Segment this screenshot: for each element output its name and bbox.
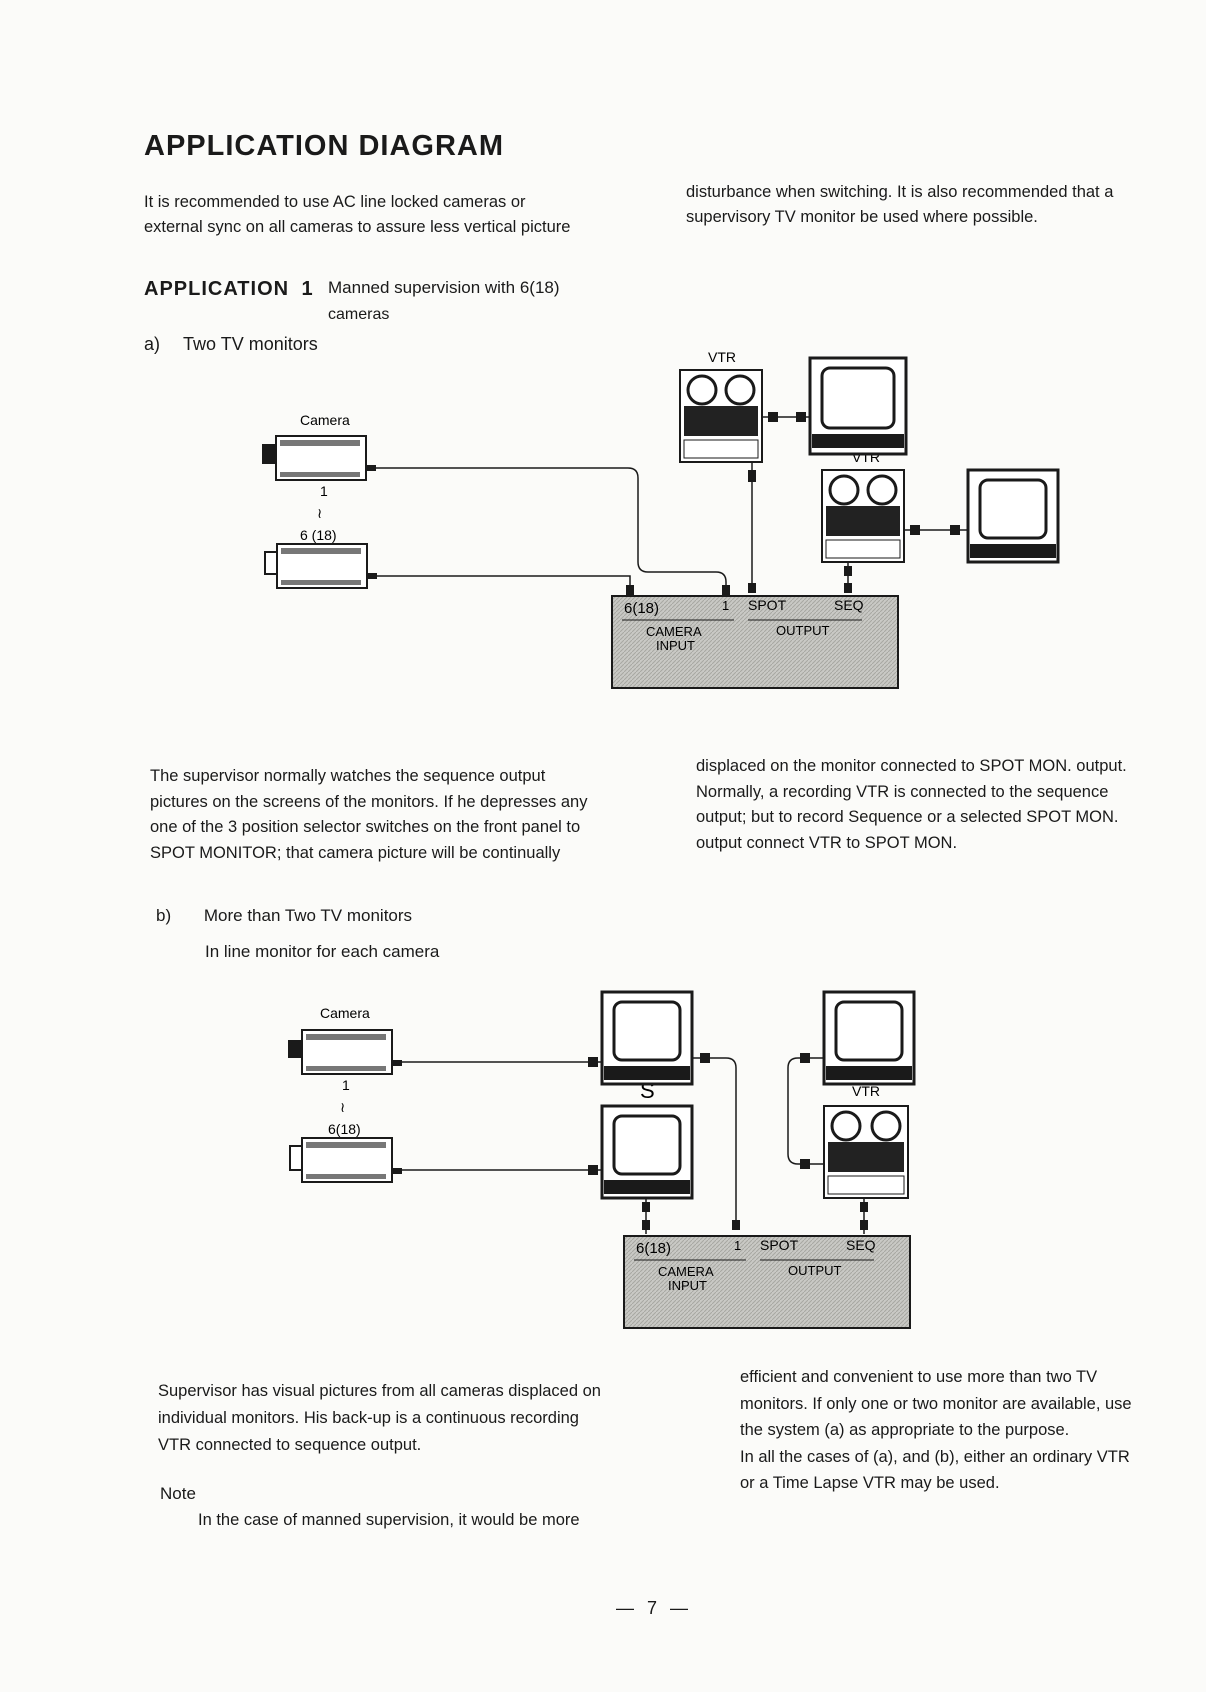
para-a-right-line: Normally, a recording VTR is connected t… [696, 782, 1109, 801]
page-number: — 7 — [616, 1598, 693, 1618]
para-b-left-line: VTR connected to sequence output. [158, 1436, 422, 1454]
application-number: 1 [301, 278, 313, 300]
para-a-right-line: output; but to record Sequence or a sele… [696, 808, 1119, 826]
page-title: APPLICATION DIAGRAM [144, 130, 505, 162]
para-b-right: efficient and convenient to use more tha… [740, 1364, 1132, 1497]
para-b-right-line: the system (a) as appropriate to the pur… [740, 1421, 1070, 1439]
camera-label: Camera [300, 412, 350, 428]
para-b-left-line: individual monitors. His back-up is a co… [158, 1409, 579, 1427]
diagram-two-monitors: VTR VTR Camera 1 ≀ 6 (18) [262, 349, 1060, 689]
control-panel: 6(18) 1 SPOT SEQ CAMERA INPUT OUTPUT [611, 595, 899, 689]
monitor-camera-1-icon [600, 990, 694, 1086]
vtr-second-icon [821, 469, 905, 563]
application-1-heading: APPLICATION 1 [144, 278, 313, 301]
control-panel: 6(18) 1 SPOT SEQ CAMERA INPUT OUTPUT [623, 1235, 911, 1329]
section-b-heading: b) More than Two TV monitors [156, 906, 412, 926]
intro-right-line: disturbance when switching. It is also r… [686, 183, 1114, 201]
panel-range-label: 6(18) [636, 1240, 671, 1257]
panel-output-label: OUTPUT [776, 623, 830, 638]
section-b-title: More than Two TV monitors [203, 906, 413, 925]
para-a-left: The supervisor normally watches the sequ… [150, 764, 587, 866]
diagram-more-monitors: Camera 1 ≀ 6(18) VTR S [288, 990, 916, 1329]
camera-tilde: ≀ [317, 505, 322, 521]
intro-right: disturbance when switching. It is also r… [686, 180, 1113, 230]
panel-one-label: 1 [722, 598, 729, 613]
vtr-top-icon [679, 369, 763, 463]
section-b-subtitle: In line monitor for each camera [205, 942, 440, 961]
section-b-letter: b) [156, 906, 172, 925]
camera-6-icon [289, 1137, 402, 1183]
monitor-camera-6-icon [600, 1104, 694, 1200]
section-a-title: Two TV monitors [183, 334, 318, 354]
camera-tilde: ≀ [340, 1099, 345, 1115]
para-a-left-line: pictures on the screens of the monitors.… [150, 792, 588, 811]
camera-6-icon [264, 543, 377, 589]
camera-1-icon [288, 1029, 402, 1075]
panel-camera-label: CAMERA [646, 624, 702, 639]
para-a-left-line: The supervisor normally watches the sequ… [150, 767, 546, 785]
panel-output-label: OUTPUT [788, 1263, 842, 1278]
para-a-left-line: SPOT MONITOR; that camera picture will b… [150, 843, 561, 862]
vtr-icon [823, 1105, 909, 1199]
intro-left-line: It is recommended to use AC line locked … [144, 193, 526, 211]
section-a-letter: a) [144, 334, 161, 354]
intro-right-line: supervisory TV monitor be used where pos… [686, 208, 1038, 226]
para-a-right-line: output connect VTR to SPOT MON. [696, 833, 958, 852]
monitor-seq-icon [822, 990, 916, 1086]
vtr-label: VTR [852, 1083, 880, 1099]
para-b-right-line: monitors. If only one or two monitor are… [740, 1394, 1132, 1413]
note-title: Note [160, 1484, 196, 1503]
para-b-left: Supervisor has visual pictures from all … [158, 1378, 601, 1459]
para-a-right-line: displaced on the monitor connected to SP… [696, 757, 1127, 775]
panel-one-label: 1 [734, 1238, 741, 1253]
para-b-left-line: Supervisor has visual pictures from all … [158, 1382, 601, 1400]
panel-spot-label: SPOT [748, 597, 787, 613]
intro-left: It is recommended to use AC line locked … [144, 190, 570, 240]
camera-first-label: 1 [320, 483, 328, 499]
vtr-top-label: VTR [708, 349, 736, 365]
monitor-second-icon [966, 468, 1060, 564]
note-text: In the case of manned supervision, it wo… [198, 1511, 580, 1529]
monitor-top-icon [808, 356, 908, 456]
para-b-right-line: efficient and convenient to use more tha… [740, 1368, 1098, 1386]
panel-input-label: INPUT [668, 1278, 707, 1293]
camera-last-label: 6 (18) [300, 527, 337, 543]
para-a-right: displaced on the monitor connected to SP… [696, 754, 1127, 856]
application-desc-1: Manned supervision with 6(18) [328, 278, 560, 297]
panel-input-label: INPUT [656, 638, 695, 653]
panel-spot-label: SPOT [760, 1237, 799, 1253]
application-desc-2: cameras [328, 306, 390, 323]
para-a-left-line: one of the 3 position selector switches … [150, 818, 581, 836]
panel-seq-label: SEQ [846, 1237, 876, 1253]
camera-first-label: 1 [342, 1077, 350, 1093]
camera-1-icon [262, 435, 376, 481]
para-b-right-line: In all the cases of (a), and (b), either… [740, 1447, 1130, 1466]
panel-camera-label: CAMERA [658, 1264, 714, 1279]
camera-last-label: 6(18) [328, 1121, 361, 1137]
intro-left-line: external sync on all cameras to assure l… [144, 218, 571, 236]
camera-label: Camera [320, 1005, 370, 1021]
para-b-right-line: or a Time Lapse VTR may be used. [740, 1474, 1000, 1492]
section-a-heading: a) Two TV monitors [144, 334, 318, 355]
panel-range-label: 6(18) [624, 600, 659, 617]
application-label: APPLICATION [144, 278, 290, 300]
panel-seq-label: SEQ [834, 597, 864, 613]
